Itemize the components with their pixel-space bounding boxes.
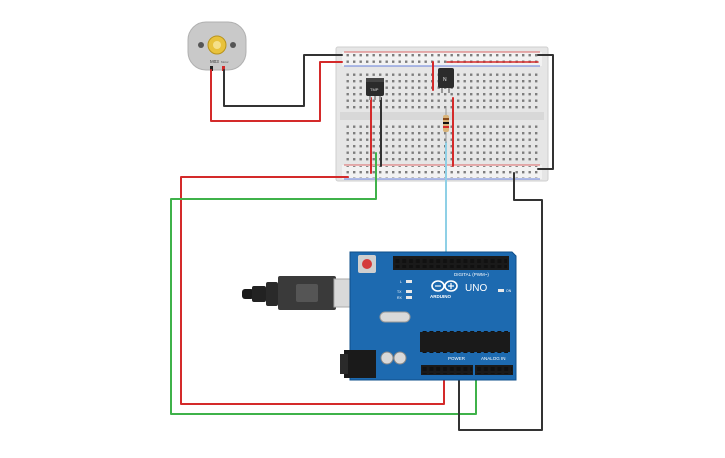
wire-motor-black bbox=[223, 54, 343, 107]
l-label: L bbox=[400, 280, 402, 284]
wire-rail-black-right bbox=[537, 54, 554, 170]
resistor[interactable] bbox=[443, 108, 449, 143]
sensor-label: N bbox=[443, 77, 447, 83]
power-label: POWER bbox=[448, 356, 466, 361]
on-label: ON bbox=[506, 289, 512, 293]
dc-motor[interactable]: M03 Motor bbox=[187, 21, 247, 71]
wire-ground-green bbox=[170, 152, 477, 415]
transistor-label: TMP bbox=[370, 87, 379, 92]
analog-label: ANALOG IN bbox=[481, 356, 506, 361]
digital-label: DIGITAL (PWM~) bbox=[454, 272, 489, 277]
sensor-component[interactable]: N bbox=[438, 68, 454, 93]
breadboard bbox=[335, 46, 549, 182]
usb-cable[interactable] bbox=[242, 276, 369, 310]
rx-label: RX bbox=[397, 296, 403, 300]
model-label: UNO bbox=[465, 283, 487, 294]
arduino-logo-icon bbox=[431, 280, 458, 292]
transistor[interactable]: TMP bbox=[366, 78, 384, 100]
motor-sublabel: Motor bbox=[221, 60, 229, 64]
motor-label: M03 bbox=[210, 59, 219, 64]
reset-button[interactable] bbox=[362, 259, 372, 269]
arduino-uno[interactable]: DIGITAL (PWM~) UNO ARDUINO L TX RX ON bbox=[340, 251, 517, 381]
wire-motor-red bbox=[210, 61, 343, 122]
tx-label: TX bbox=[397, 290, 402, 294]
wire-power-red bbox=[180, 176, 445, 405]
wire-ground-black bbox=[458, 172, 543, 431]
brand-label: ARDUINO bbox=[430, 294, 451, 299]
wires bbox=[170, 54, 554, 431]
